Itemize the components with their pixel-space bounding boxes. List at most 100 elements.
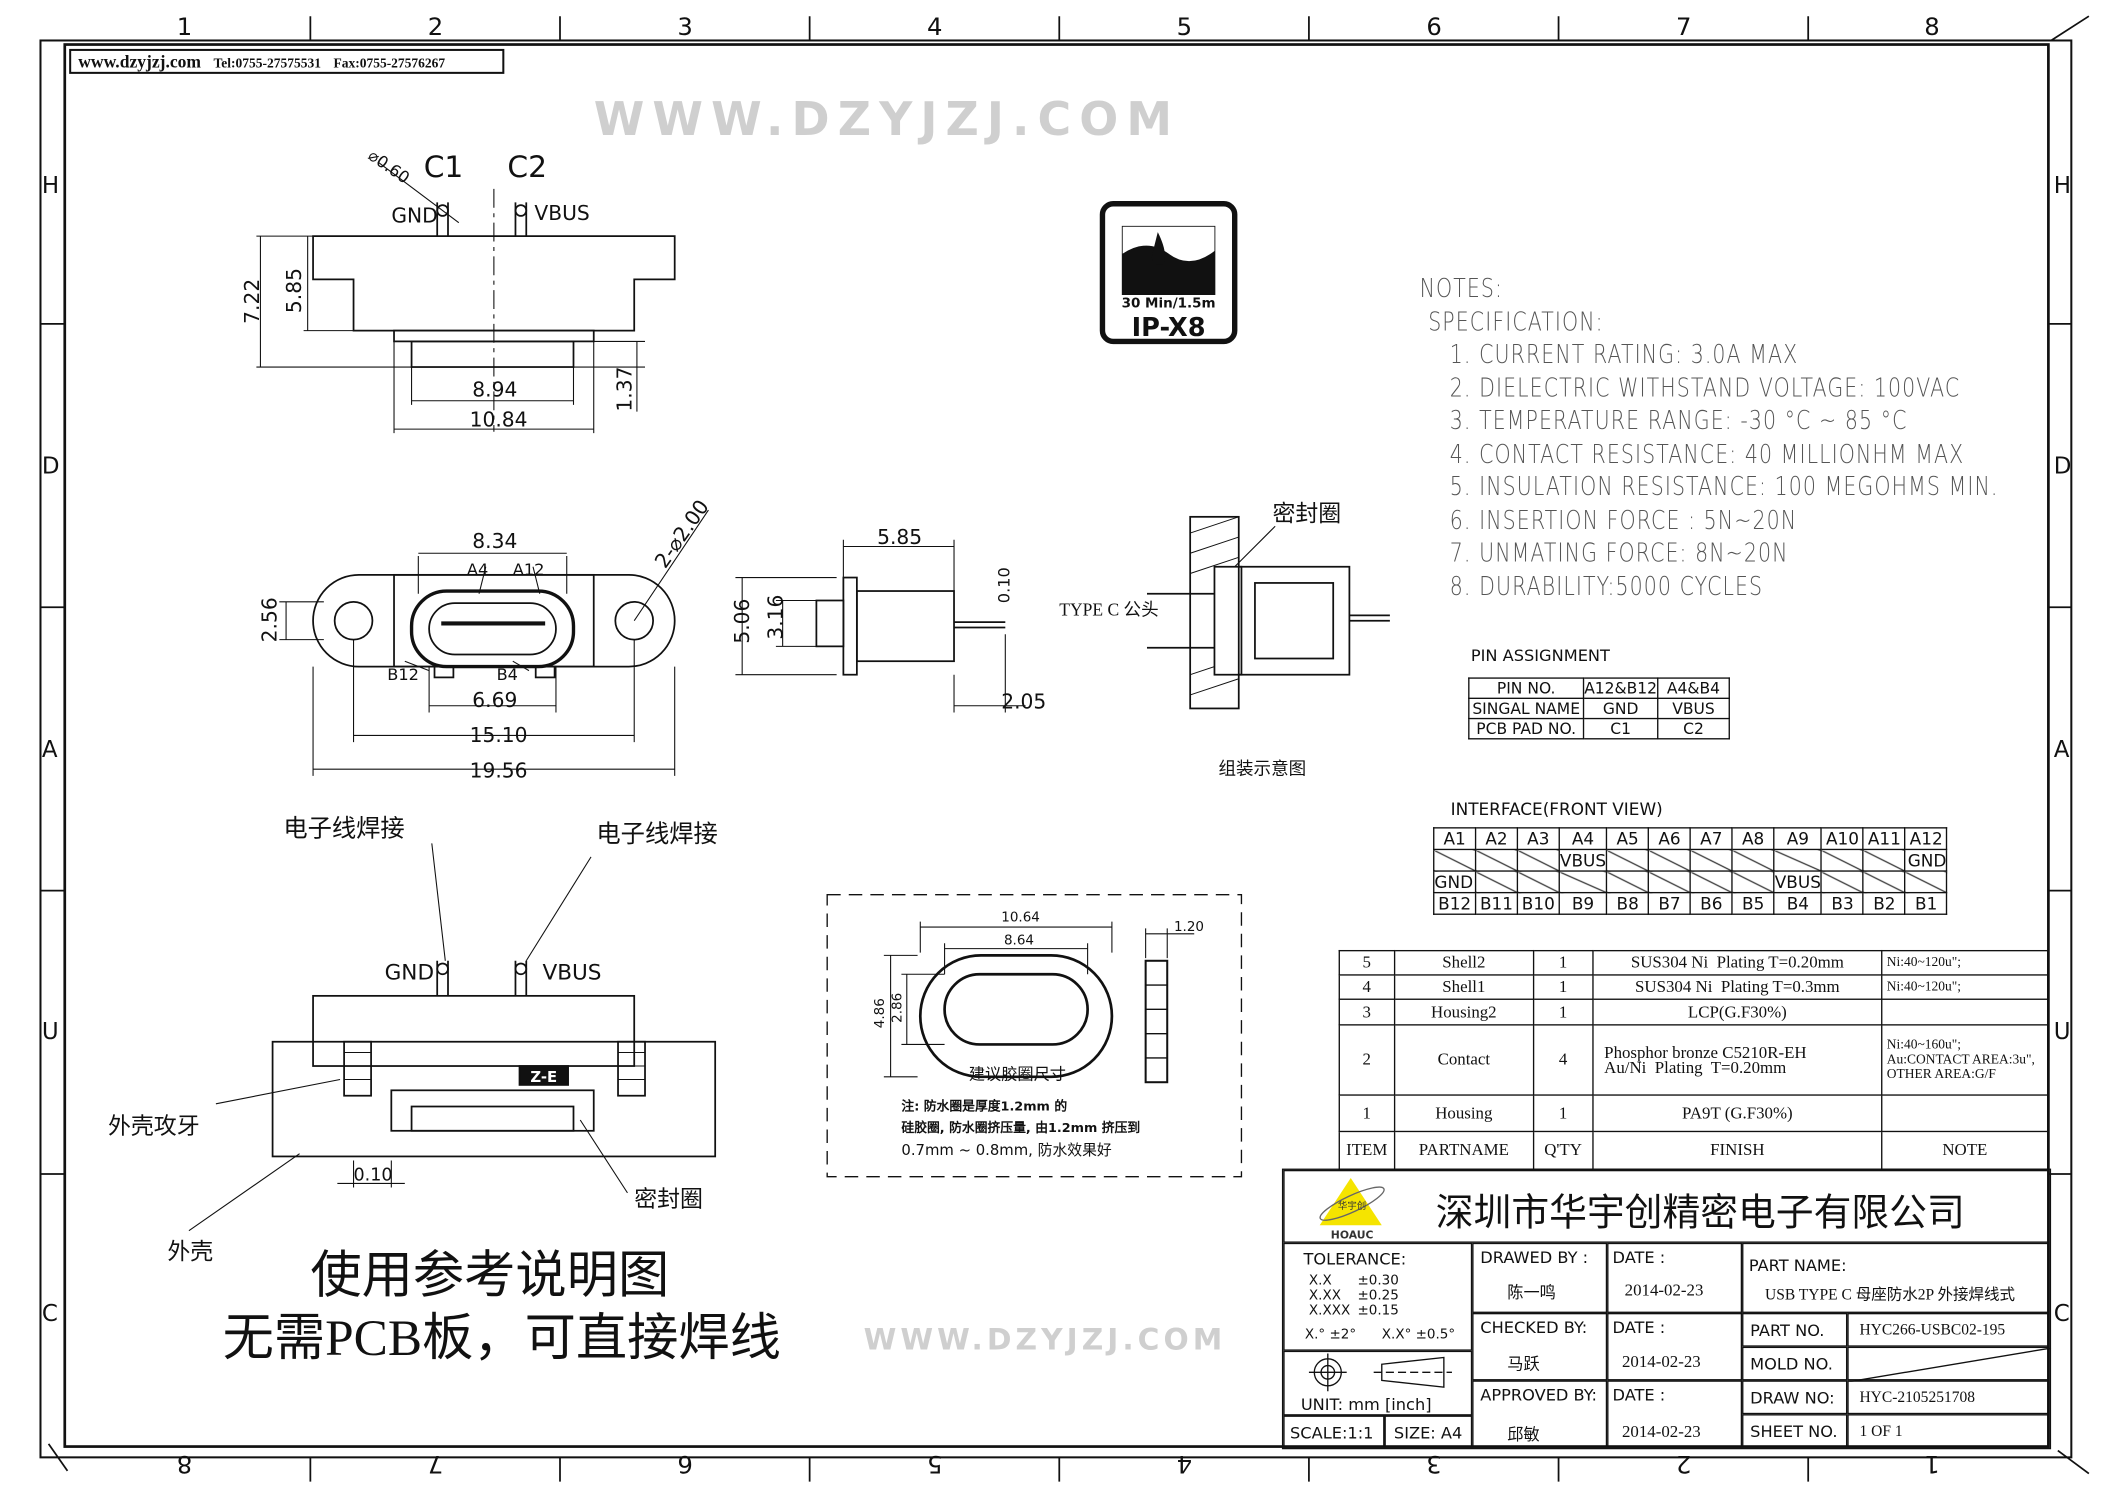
frame-row-label: D [41,453,60,481]
tolerance-label: TOLERANCE: [1303,1249,1407,1269]
tolerance-row: X.X±0.30 [1309,1274,1399,1289]
draw-no-label-cell: DRAW NO: [1742,1380,1848,1415]
dim-15-10: 15.10 [470,723,528,747]
gasket-note-line1: 注: 防水圈是厚度1.2mm 的 [901,1099,1067,1115]
pad-c2-label: C2 [507,149,547,184]
interface-cell [1689,848,1733,872]
interface-title: INTERFACE(FRONT VIEW) [1450,798,1663,820]
company-name: 深圳市华宇创精密电子有限公司 [1435,1190,1965,1235]
usage-vbus-label: VBUS [542,961,601,986]
pin-assignment-cell: PCB PAD NO. [1468,717,1585,740]
dim-8-94: 8.94 [472,378,517,402]
website-link[interactable]: www.dzyjzj.com [78,51,202,72]
interface-cell [1731,870,1775,894]
dim-3-16: 3.16 [764,595,788,640]
frame-column-label: 6 [1426,13,1442,42]
interface-cell [1862,870,1906,894]
shell-thread-label: 外壳攻牙 [108,1113,200,1139]
badge-rating: IP-X8 [1132,313,1206,343]
pin-assignment-cell: C1 [1582,717,1659,740]
interface-cell: A2 [1474,827,1519,851]
draw-no-label: DRAW NO: [1750,1388,1835,1408]
bom-cell [1881,998,2049,1026]
approved-by-label: APPROVED BY: [1480,1385,1597,1405]
interface-cell [1433,848,1477,872]
title-block: 华宇创 HOAUC 深圳市华宇创精密电子有限公司 TOLERANCE: X.X±… [1281,1168,2052,1450]
bom-cell: 1 [1532,1094,1594,1133]
bom-cell: 3 [1338,998,1395,1026]
front-view-outline [279,509,709,776]
dim-2-05: 2.05 [1001,689,1046,713]
size-label: SIZE: A4 [1393,1423,1463,1443]
interface-cell [1820,870,1865,894]
tolerance-row: X.XXX±0.15 [1309,1304,1399,1319]
interface-cell [1606,870,1650,894]
interface-cell [1647,870,1692,894]
bom-header-cell: NOTE [1881,1130,2049,1170]
sheet-no-label-cell: SHEET NO. [1742,1414,1848,1448]
interface-cell: B5 [1731,891,1775,915]
company-logo-icon: 华宇创 HOAUC [1319,1178,1385,1242]
pin-b4-label: B4 [497,665,518,684]
interface-cell [1820,848,1865,872]
approved-date-cell: DATE :2014-02-23 [1607,1380,1743,1448]
part-no-label-cell: PART NO. [1742,1312,1848,1347]
bom-cell: SUS304 Ni Plating T=0.20mm [1592,949,1883,976]
projection-cell: UNIT: mm [inch] [1283,1350,1473,1416]
draw-no-cell: HYC-2105251708 [1847,1380,2050,1415]
checked-date-label: DATE : [1612,1318,1666,1338]
frame-column-label: 1 [176,13,193,42]
pin-assignment-cell: C2 [1657,717,1730,740]
bom-cell: 1 [1532,974,1594,1000]
bom-cell: PA9T (G.F30%) [1592,1094,1883,1133]
z-e-mark: Z-E [530,1069,557,1086]
seal-ring-label: 密封圈 [1272,501,1341,527]
mold-no-label: MOLD NO. [1750,1354,1833,1374]
frame-column-label: 8 [1924,13,1940,42]
notes-title: NOTES: [1419,273,1503,304]
interface-cell: B8 [1606,891,1650,915]
unit-label: UNIT: mm [inch] [1300,1395,1432,1415]
bom-cell: 1 [1532,949,1594,976]
bom-cell: 5 [1338,949,1395,976]
spec-note-item: 6. INSERTION FORCE : 5N~20N [1449,505,1798,536]
part-name-cell: PART NAME:USB TYPE C 母座防水2P 外接焊线式 [1742,1242,2050,1313]
bom-cell: 4 [1532,1024,1594,1096]
dim-19-56: 19.56 [470,758,528,782]
frame-column-label: 3 [677,13,693,42]
assembly-view-outline [1146,515,1390,710]
interface-cell: GND [1433,870,1477,894]
approved-by-name: 邱敏 [1507,1424,1540,1444]
pin-a12-label: A12 [513,560,545,579]
dim-1-37: 1.37 [613,367,637,412]
tel-text: Tel:0755-27575531 [213,56,321,72]
part-no-label: PART NO. [1750,1321,1825,1340]
gasket-dim-1-20: 1.20 [1174,919,1204,935]
frame-row-label-right: D [2053,453,2072,481]
interface-cell: GND [1904,848,1948,872]
frame-row-label-right: U [2053,1018,2071,1046]
frame-column-label: 4 [927,13,943,42]
frame-row-label-right: H [2053,172,2072,200]
interface-cell [1731,848,1775,872]
dim-5-06: 5.06 [730,599,754,644]
pin-assignment-cell: A12&B12 [1582,677,1659,699]
part-name-label: PART NAME: [1748,1256,1847,1276]
usage-title-line2: 无需PCB板，可直接焊线 [223,1310,781,1367]
usage-dim-0-10: 0.10 [354,1166,393,1186]
bom-cell: 4 [1338,974,1395,1000]
bom-cell [1881,1094,2049,1133]
bom-cell: Housing2 [1393,998,1535,1026]
checked-by-cell: CHECKED BY:马跃 [1472,1312,1608,1381]
logo-text: HOAUC [1331,1229,1374,1242]
interface-cell: A8 [1731,827,1775,851]
